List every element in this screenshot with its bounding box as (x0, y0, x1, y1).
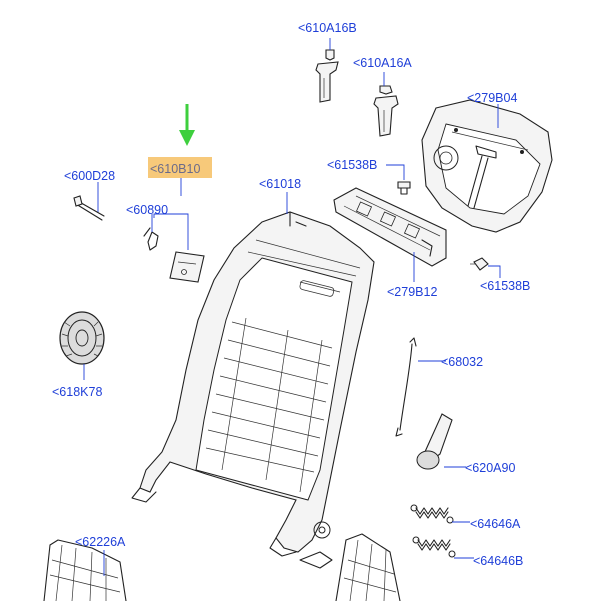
label-68032[interactable]: <68032 (441, 355, 483, 369)
label-279b04[interactable]: <279B04 (467, 91, 517, 105)
clip-60890[interactable] (143, 227, 159, 251)
headrest-guide-610a16b[interactable] (315, 49, 339, 103)
label-60890[interactable]: <60890 (126, 203, 168, 217)
label-610a16b[interactable]: <610A16B (298, 21, 357, 35)
label-64646a[interactable]: <64646A (470, 517, 521, 531)
lever-620a90[interactable] (416, 413, 453, 470)
label-62226a[interactable]: <62226A (75, 535, 126, 549)
label-61018[interactable]: <61018 (259, 177, 301, 191)
label-610a16a[interactable]: <610A16A (353, 56, 412, 70)
label-620a90[interactable]: <620A90 (465, 461, 515, 475)
label-61538b-top[interactable]: <61538B (327, 158, 377, 172)
rear-panel-279b04[interactable] (421, 99, 553, 233)
pad-62226a[interactable] (43, 539, 127, 601)
plate-60890[interactable] (169, 251, 205, 283)
screw-61538b-right[interactable] (470, 257, 489, 271)
selected-part-highlight (148, 157, 212, 178)
screw-61538b-top[interactable] (397, 181, 411, 195)
seat-back-frame[interactable] (131, 211, 375, 557)
spring-64646b[interactable] (412, 536, 456, 558)
headrest-guide-610a16a[interactable] (373, 85, 399, 137)
label-600d28[interactable]: <600D28 (64, 169, 115, 183)
label-610b10[interactable]: <610B10 (150, 162, 200, 176)
bracket-279b12[interactable] (333, 187, 447, 267)
label-64646b[interactable]: <64646B (473, 554, 523, 568)
pin-600d28[interactable] (73, 195, 105, 221)
spring-64646a[interactable] (410, 504, 454, 524)
selection-arrow-icon (179, 104, 195, 146)
knob-618k78[interactable] (59, 311, 105, 365)
pad-bottom-right[interactable] (299, 533, 401, 601)
label-279b12[interactable]: <279B12 (387, 285, 437, 299)
label-618k78[interactable]: <618K78 (52, 385, 102, 399)
label-61538b-right[interactable]: <61538B (480, 279, 530, 293)
cable-68032[interactable] (395, 337, 417, 437)
